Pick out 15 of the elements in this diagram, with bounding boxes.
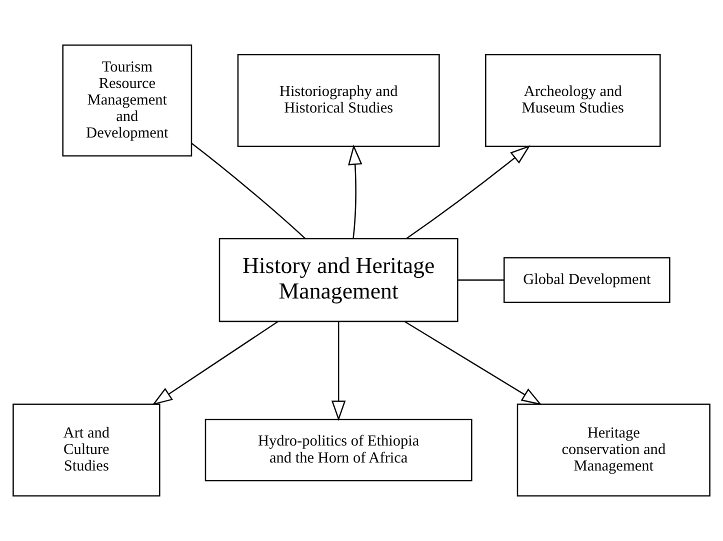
arrow [404, 321, 542, 406]
node-box: Archeology and Museum Studies [485, 54, 661, 147]
node-box: Art and Culture Studies [12, 404, 160, 497]
node-box: Global Development [504, 257, 670, 303]
arrow [331, 322, 346, 422]
connector [191, 142, 306, 239]
arrow [406, 145, 530, 240]
node-box: Historiography and Historical Studies [237, 54, 440, 147]
connector [458, 279, 504, 281]
node-box: Tourism Resource Management and Development [62, 44, 192, 157]
node-box: History and Heritage Management [218, 238, 458, 322]
arrow [152, 321, 278, 406]
node-box: Hydro-politics of Ethiopia and the Horn of Africa [204, 418, 472, 482]
arrow [348, 144, 362, 238]
node-box: Heritage conservation and Management [516, 404, 710, 497]
